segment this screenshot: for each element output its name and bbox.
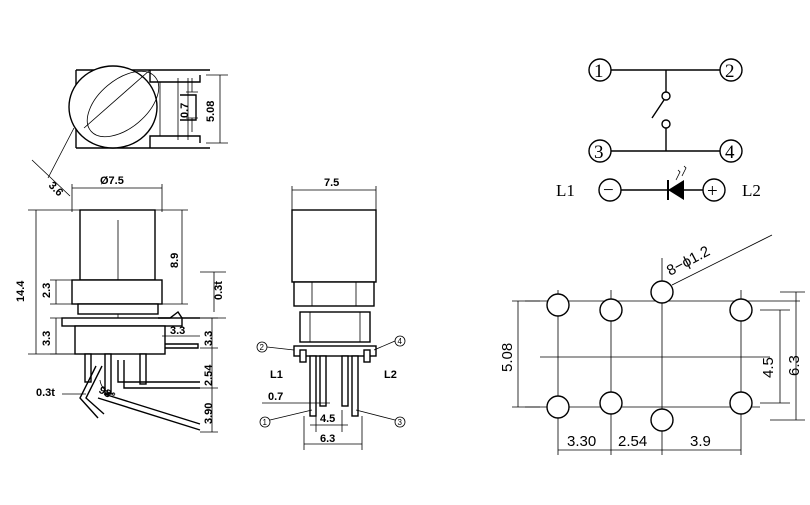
front-pin-4: 4 <box>398 337 403 346</box>
hole-1 <box>546 293 570 317</box>
side-view: Ø7.5 14.4 8.9 2.3 3.3 0.3t 3.3 3.3 2.54 <box>15 175 226 433</box>
dim-4-5-pcb: 4.5 <box>760 357 777 378</box>
dim-0-7: 0.7 <box>179 103 191 118</box>
hole-2 <box>599 298 623 322</box>
switch-contact <box>651 99 665 119</box>
cap-front <box>291 209 377 283</box>
dim-3-30: 3.30 <box>567 433 596 450</box>
hole-3 <box>650 280 674 304</box>
dim-14-4: 14.4 <box>15 280 27 302</box>
led-diode-icon <box>668 180 684 200</box>
dim-3-9: 3.9 <box>690 433 711 450</box>
dim-3-3-tab: 3.3 <box>170 325 185 337</box>
front-pin-2: 2 <box>260 343 265 352</box>
schematic-pin-2-label: 2 <box>725 61 735 82</box>
schematic-pin-1-label: 1 <box>594 61 604 82</box>
dim-0-7-pin: 0.7 <box>268 391 283 403</box>
schematic: 1 2 3 4 − + L1 L2 <box>556 58 761 202</box>
front-pin-1: 1 <box>263 418 268 427</box>
dim-8-9: 8.9 <box>169 253 181 268</box>
hole-5 <box>546 395 570 419</box>
dim-3-6: 3.6 <box>46 180 65 199</box>
dim-2-54: 2.54 <box>203 364 215 386</box>
front-led-l2: L2 <box>384 369 397 381</box>
dim-diameter: Ø7.5 <box>100 175 124 187</box>
dim-5-08-pcb: 5.08 <box>499 343 516 372</box>
hole-8 <box>729 391 753 415</box>
dim-3-90: 3.90 <box>203 403 215 424</box>
pcb-layout: 8−ϕ1.2 5.08 4.5 6.3 3.30 2.54 3.9 <box>499 234 805 455</box>
dim-hole-count: 8−ϕ1.2 <box>664 243 713 280</box>
dim-5-08: 5.08 <box>205 101 217 122</box>
front-pin-3: 3 <box>398 418 403 427</box>
dim-6-3-front: 6.3 <box>320 433 335 445</box>
dim-3-3-right: 3.3 <box>203 331 215 346</box>
schematic-pin-3-label: 3 <box>594 142 604 163</box>
dim-angle: 98° <box>97 384 117 403</box>
top-view: 0.7 5.08 3.6 <box>31 65 228 199</box>
pin-1-bullet <box>259 416 271 428</box>
dim-0-3t-bottom: 0.3t <box>36 387 55 399</box>
dim-4-5-front: 4.5 <box>320 413 335 425</box>
led-plus-sign: + <box>707 181 718 202</box>
pin-3-bullet <box>394 416 406 428</box>
hole-7 <box>650 408 674 432</box>
schematic-l1: L1 <box>556 181 575 200</box>
dim-0-3t-top: 0.3t <box>213 281 225 300</box>
dim-6-3-pcb: 6.3 <box>786 355 803 376</box>
front-led-l1: L1 <box>270 369 283 381</box>
front-view: 7.5 2 4 1 3 L1 L2 0.7 4.5 6.3 <box>256 177 406 450</box>
dim-2-3: 2.3 <box>41 283 53 298</box>
hole-6 <box>599 391 623 415</box>
cap-side <box>79 209 156 281</box>
dim-7-5: 7.5 <box>324 177 339 189</box>
cap-top <box>68 65 158 149</box>
led-minus-sign: − <box>603 180 614 201</box>
schematic-pin-4-label: 4 <box>725 142 735 163</box>
schematic-l2: L2 <box>742 181 761 200</box>
dim-3-3-body: 3.3 <box>41 331 53 346</box>
hole-4 <box>729 298 753 322</box>
dim-2-54-pcb: 2.54 <box>618 433 647 450</box>
